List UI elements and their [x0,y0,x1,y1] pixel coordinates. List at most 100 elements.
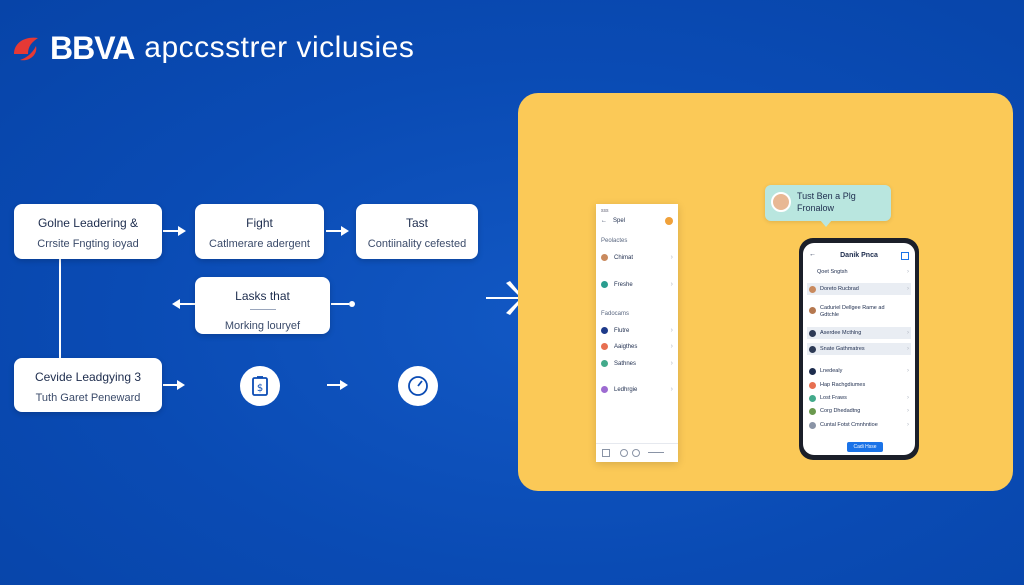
row-label: Caduriel Dellgee Rame ad Gdtchle [820,305,885,318]
phone-row[interactable]: Lnedealy › [807,365,911,377]
phone-mockup: ← Danik Pnca Qoet Sngtsh › Doreto Rucbra… [799,238,919,460]
node-title: Fight [246,216,273,230]
arrow-right-icon [177,380,185,390]
bbva-logo-icon [12,32,46,64]
list-item[interactable]: Chimat › [601,254,673,261]
brand-tagline: apccsstrer viclusies [144,31,415,64]
chevron-right-icon: › [670,360,673,367]
phone-row[interactable]: Doreto Rucbrad › [807,283,911,295]
phone-row[interactable]: Qoet Sngtsh › [807,266,911,278]
connector-dot-icon [349,301,355,307]
status-text: sss [601,208,609,214]
menu-icon[interactable] [648,452,664,453]
bottom-nav [596,443,678,462]
bubble-tail [820,220,832,227]
node-divider [249,309,276,310]
avatar-icon [809,307,816,314]
row-label: Hap Rachgdiumes [820,382,866,388]
phone-row[interactable]: Aserdee Mcthlng › [807,327,911,339]
chevron-right-icon: › [670,281,673,288]
connector-d-right [331,303,349,305]
back-icon[interactable]: ← [809,251,816,258]
phone-row[interactable]: Cuntal Fotst Cmnhntioe › [807,419,911,431]
list-item[interactable]: Ledhrgie › [601,386,673,393]
arrow-left-icon [172,299,180,309]
chevron-right-icon: › [670,327,673,334]
list-item-label: Flutre [614,327,630,334]
avatar-icon [809,285,816,293]
section-label: Peolactes [601,238,628,244]
row-label: Qoet Sngtsh [817,269,848,275]
list-item[interactable]: Aaigthes › [601,343,673,350]
list-item-label: Ledhrgie [614,386,638,393]
connector-a-b [163,230,183,232]
edit-icon[interactable] [901,252,909,260]
avatar-icon [601,343,608,350]
row-label: Cuntal Fotst Cmnhntioe [820,422,878,428]
phone-action-button[interactable]: Cadi Hsse [847,442,883,452]
phone-row[interactable]: Lost Fraws › [807,392,911,404]
dollar-document-icon: $ [252,376,268,396]
big-arrow-right-icon [486,281,524,315]
node-subtitle: Crrsite Fngting ioyad [37,238,139,250]
avatar-icon [809,407,816,415]
clock-icon [408,376,428,396]
list-item[interactable]: Flutre › [601,327,673,334]
chevron-right-icon: › [907,368,909,374]
flow-circle-document[interactable]: $ [240,366,280,406]
brand-name: BBVA [50,29,135,66]
arrow-right-icon [178,226,186,236]
bubble-title: Tust Ben a Plg [797,191,856,201]
phone-row[interactable]: Corg Dhedadtng › [807,405,911,417]
flow-node-lasks[interactable]: Lasks that Morking louryef [195,277,330,334]
chevron-right-icon: › [907,346,909,352]
row-label: Doreto Rucbrad [820,286,859,292]
flow-node-cevide[interactable]: Cevide Leadgying 3 Tuth Garet Peneward [14,358,162,412]
flow-circle-clock[interactable] [398,366,438,406]
phone-row[interactable]: Snate Gathmatres › [807,343,911,355]
connector-d-left [178,303,196,305]
node-title: Cevide Leadgying 3 [34,370,142,384]
chevron-right-icon: › [907,330,909,336]
app-preview-panel [518,93,1013,491]
avatar-icon [601,327,608,334]
phone-screen: ← Danik Pnca Qoet Sngtsh › Doreto Rucbra… [803,243,915,455]
flow-node-fight[interactable]: Fight Catlmerare adergent [195,204,324,259]
phone-row[interactable]: Caduriel Dellgee Rame ad Gdtchle [807,305,911,321]
avatar-icon [809,345,816,353]
avatar-icon [809,394,816,402]
chevron-right-icon: › [907,269,909,275]
node-subtitle: Tuth Garet Peneward [35,392,141,404]
row-label: Aserdee Mcthlng [820,330,862,336]
chevron-right-icon: › [907,422,909,428]
avatar-icon [809,381,816,389]
flow-node-tast[interactable]: Tast Contiinality cefested [356,204,478,259]
profile-icon[interactable] [665,217,673,225]
back-icon[interactable]: ← [601,218,607,224]
user-avatar-icon [771,192,791,212]
avatar-icon [601,360,608,367]
chevron-right-icon: › [670,254,673,261]
connector-b-c [326,230,346,232]
connector-e-circle [163,384,179,386]
connector-vertical [59,259,61,358]
avatar-icon [809,367,816,375]
home-icon[interactable] [602,449,610,457]
list-item[interactable]: Sathnes › [601,360,673,367]
avatar-icon [601,386,608,393]
row-label: Snate Gathmatres [820,346,865,352]
row-label: Corg Dhedadtng [820,408,861,414]
settings-icon[interactable] [632,449,640,457]
list-screen: sss ← Spel Peolactes Chimat › Freshe › F… [596,204,678,462]
chat-icon[interactable] [620,449,628,457]
phone-row[interactable]: Hap Rachgdiumes [807,379,911,391]
node-title: Tast [405,216,428,230]
row-label: Lnedealy [820,368,843,374]
phone-title: Danik Pnca [840,252,878,259]
node-subtitle: Catlmerare adergent [209,238,310,250]
chevron-right-icon: › [907,286,909,292]
chat-bubble: Tust Ben a Plg Fronalow [765,185,891,221]
flow-node-golne[interactable]: Golne Leadering & Crrsite Fngting ioyad [14,204,162,259]
list-item[interactable]: Freshe › [601,281,673,288]
